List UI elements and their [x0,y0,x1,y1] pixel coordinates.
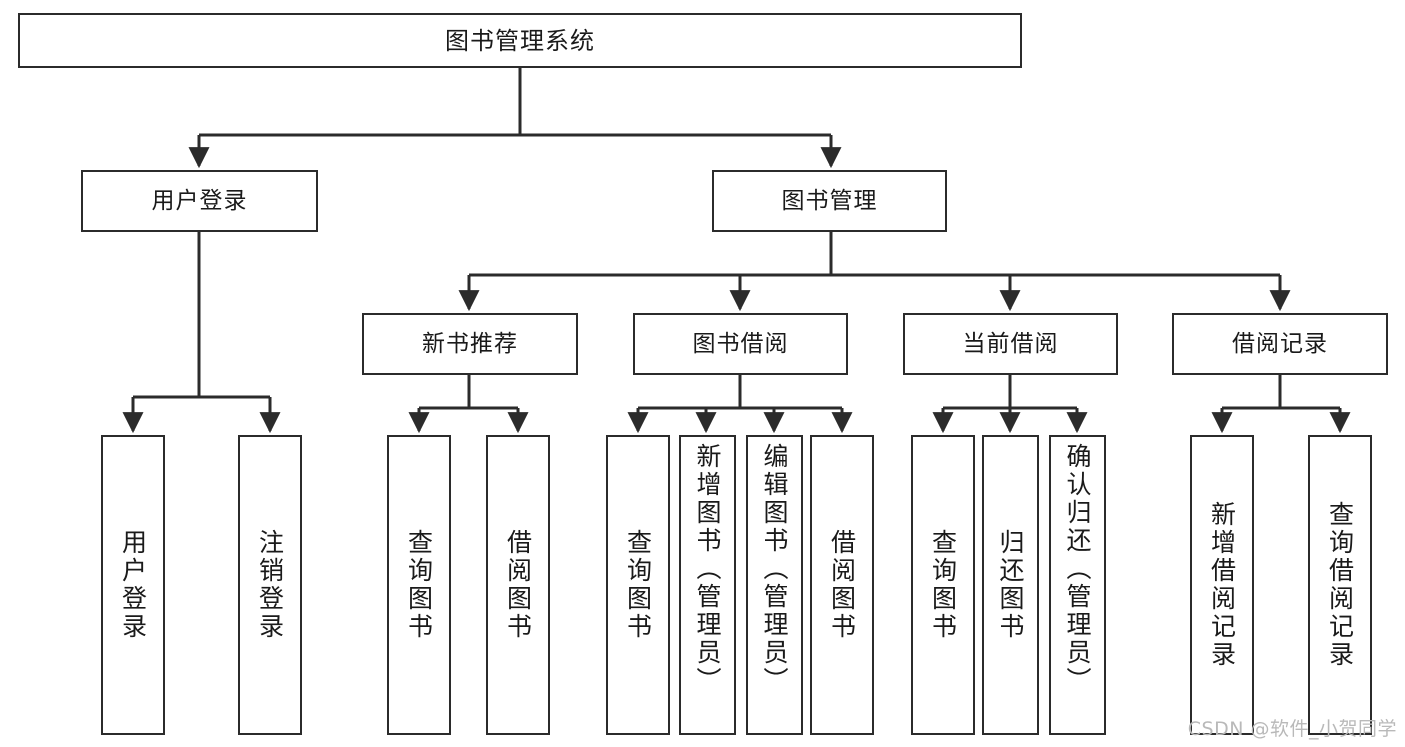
node-borrow-record[interactable]: 借阅记录 [1172,313,1388,375]
node-current-borrow[interactable]: 当前借阅 [903,313,1118,375]
node-book-management-label: 图书管理 [781,187,878,214]
node-leaf-query-borrow-record[interactable]: 查询借阅记录 [1308,435,1372,735]
node-leaf-borrow-lend-book[interactable]: 借阅图书 [810,435,874,735]
node-leaf-recommend-borrow-book[interactable]: 借阅图书 [486,435,550,735]
node-leaf-user-login-label: 用户登录 [118,529,148,641]
node-book-management[interactable]: 图书管理 [712,170,947,232]
node-leaf-add-book-admin-label: 新增图书（管理员） [693,443,722,695]
node-leaf-recommend-borrow-book-label: 借阅图书 [503,529,533,641]
node-leaf-current-query-book[interactable]: 查询图书 [911,435,975,735]
node-book-borrow-label: 图书借阅 [692,330,789,357]
node-root-system-label: 图书管理系统 [445,26,595,55]
node-leaf-query-borrow-record-label: 查询借阅记录 [1325,501,1355,669]
node-book-borrow[interactable]: 图书借阅 [633,313,848,375]
node-borrow-record-label: 借阅记录 [1232,330,1328,357]
node-leaf-return-book-label: 归还图书 [996,529,1025,641]
node-leaf-current-query-book-label: 查询图书 [928,529,958,641]
csdn-watermark: CSDN @软件_小贺同学 [1187,718,1397,740]
node-leaf-user-logout[interactable]: 注销登录 [238,435,302,735]
node-leaf-recommend-query-book-label: 查询图书 [404,529,434,641]
node-leaf-add-borrow-record[interactable]: 新增借阅记录 [1190,435,1254,735]
node-leaf-borrow-query-book-label: 查询图书 [623,529,653,641]
node-leaf-edit-book-admin[interactable]: 编辑图书（管理员） [746,435,803,735]
node-current-borrow-label: 当前借阅 [962,330,1059,357]
node-new-book-recommend[interactable]: 新书推荐 [362,313,578,375]
node-leaf-recommend-query-book[interactable]: 查询图书 [387,435,451,735]
node-root-system[interactable]: 图书管理系统 [18,13,1022,68]
node-leaf-borrow-lend-book-label: 借阅图书 [827,529,857,641]
node-leaf-user-login[interactable]: 用户登录 [101,435,165,735]
node-leaf-return-book[interactable]: 归还图书 [982,435,1039,735]
node-user-login-label: 用户登录 [151,187,248,214]
node-new-book-recommend-label: 新书推荐 [422,330,518,357]
node-user-login[interactable]: 用户登录 [81,170,318,232]
node-leaf-add-borrow-record-label: 新增借阅记录 [1207,501,1237,669]
node-leaf-borrow-query-book[interactable]: 查询图书 [606,435,670,735]
node-leaf-edit-book-admin-label: 编辑图书（管理员） [760,443,789,695]
node-leaf-user-logout-label: 注销登录 [255,529,285,641]
node-leaf-add-book-admin[interactable]: 新增图书（管理员） [679,435,736,735]
node-leaf-confirm-return-admin[interactable]: 确认归还（管理员） [1049,435,1106,735]
node-leaf-confirm-return-admin-label: 确认归还（管理员） [1063,443,1092,695]
